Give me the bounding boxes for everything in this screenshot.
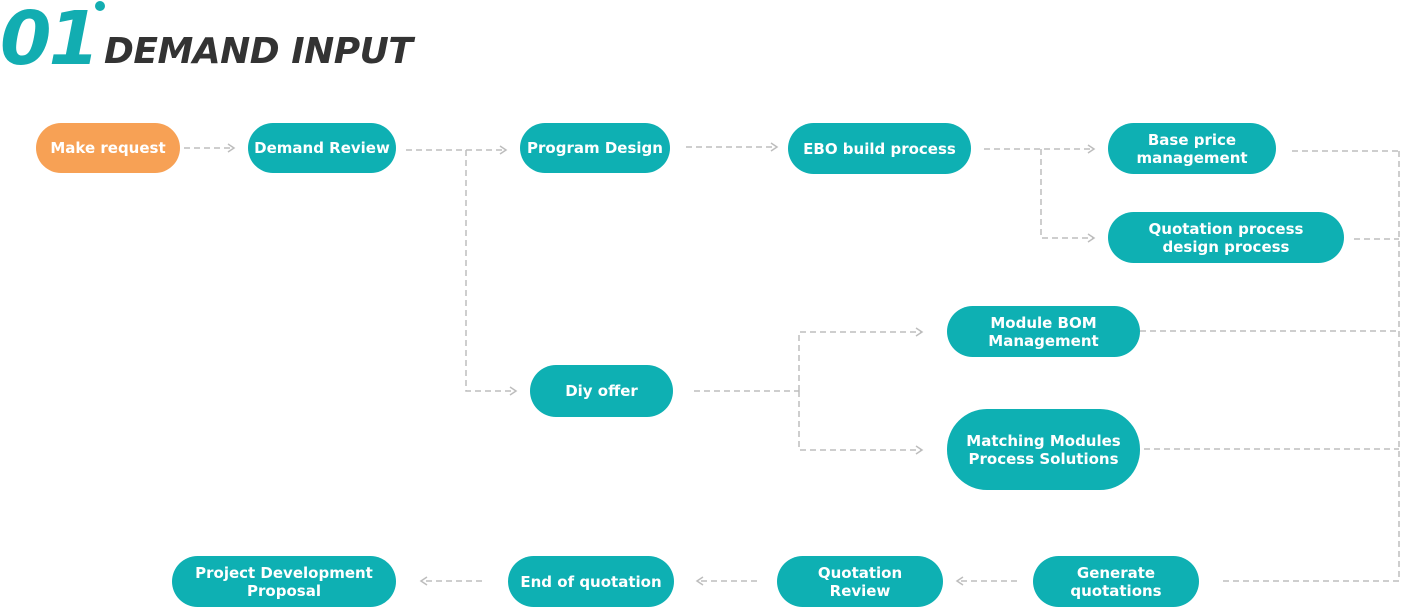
node-generate-quotations: Generate quotations xyxy=(1033,556,1199,607)
node-base-price-management: Base price management xyxy=(1108,123,1276,174)
node-module-bom-management: Module BOM Management xyxy=(947,306,1140,357)
node-quotation-process-design: Quotation process design process xyxy=(1108,212,1344,263)
node-end-of-quotation: End of quotation xyxy=(508,556,674,607)
node-quotation-review: Quotation Review xyxy=(777,556,943,607)
section-title: DEMAND INPUT xyxy=(104,31,413,72)
section-number: 01 xyxy=(0,0,100,82)
arrow-diy-to-module-bom xyxy=(798,327,924,391)
node-program-design: Program Design xyxy=(520,123,670,173)
node-project-development-proposal: Project Development Proposal xyxy=(172,556,396,607)
arrow-diy-to-matching xyxy=(798,391,924,455)
node-make-request: Make request xyxy=(36,123,180,173)
node-ebo-build-process: EBO build process xyxy=(788,123,971,174)
arrow-review-to-diy xyxy=(465,150,518,396)
node-demand-review: Demand Review xyxy=(248,123,396,173)
node-matching-modules: Matching Modules Process Solutions xyxy=(947,409,1140,490)
node-diy-offer: Diy offer xyxy=(530,365,673,417)
arrow-ebo-to-quotation-design xyxy=(1040,149,1096,243)
section-number-dot xyxy=(95,1,105,11)
